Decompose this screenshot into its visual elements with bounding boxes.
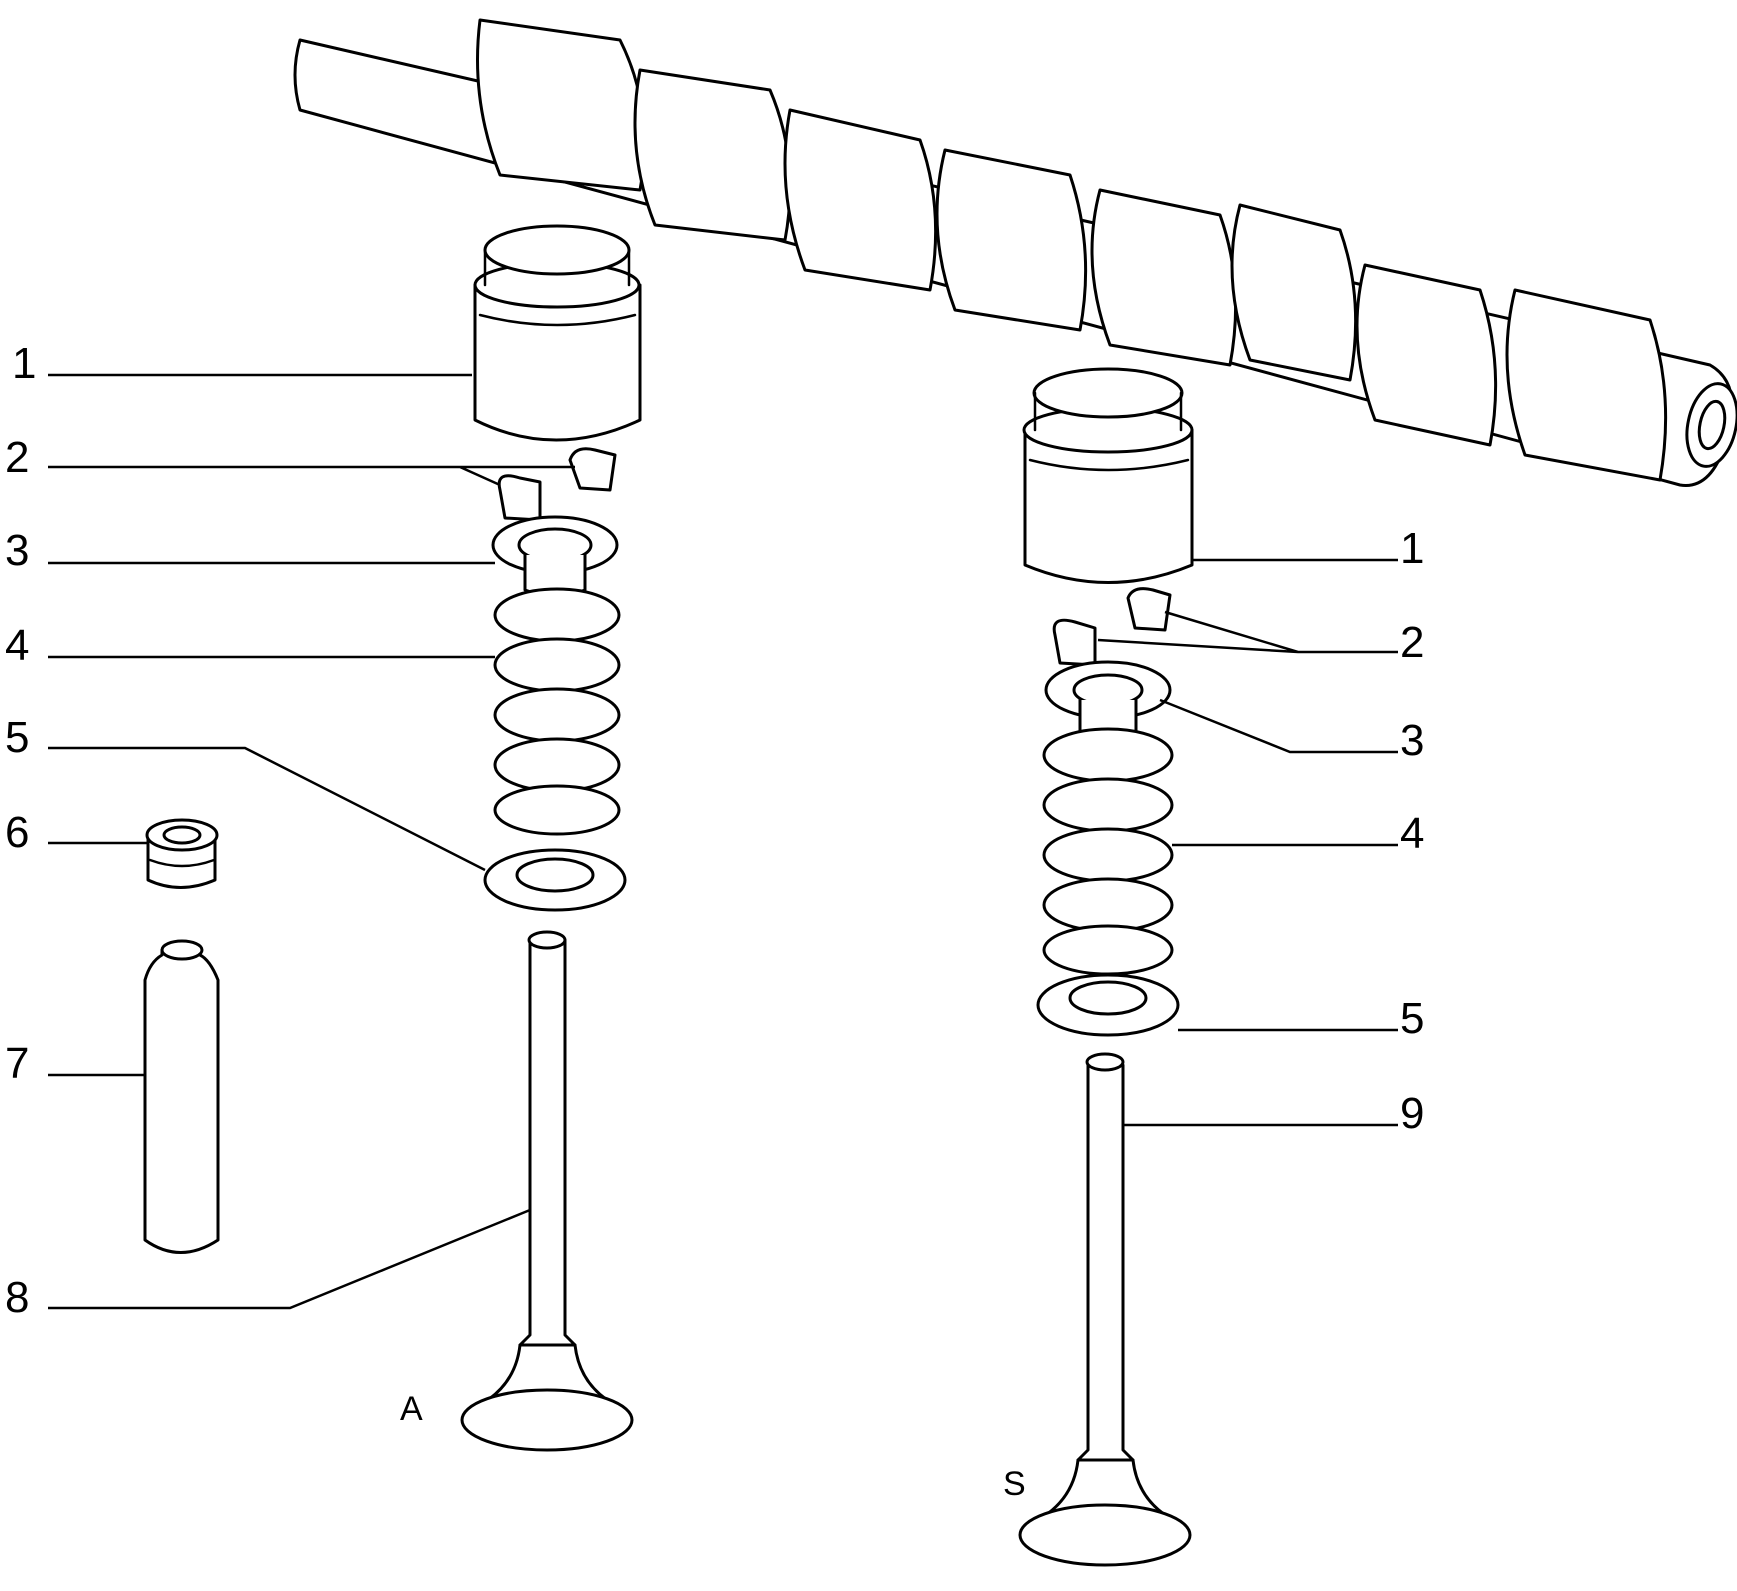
right-collets: [1052, 587, 1172, 667]
right-spring-seat: [1036, 973, 1180, 1037]
valve-label-s: S: [1003, 1465, 1026, 1503]
left-valve-assembly: [460, 224, 642, 1452]
callout-right-5: 5: [1400, 994, 1424, 1043]
left-valve-spring: [493, 587, 621, 836]
callout-left-8: 8: [5, 1273, 29, 1322]
valve-label-a: A: [400, 1390, 423, 1428]
right-valve: [1018, 1052, 1192, 1567]
left-valve: [460, 930, 634, 1452]
right-tappet: [1022, 367, 1194, 584]
right-valve-assembly: [1018, 367, 1194, 1567]
right-leader-lines: [1097, 558, 1398, 1127]
left-callouts: 1 2 3 4 5 6 7 8: [5, 339, 36, 1322]
callout-left-2: 2: [5, 433, 29, 482]
callout-left-3: 3: [5, 526, 29, 575]
right-valve-spring: [1042, 727, 1174, 976]
callout-left-4: 4: [5, 621, 29, 670]
left-spring-seat: [483, 848, 627, 912]
callout-right-3: 3: [1400, 716, 1424, 765]
right-spring-retainer: [1044, 660, 1172, 742]
right-callouts: 1 2 3 4 5 9: [1400, 524, 1424, 1138]
callout-left-5: 5: [5, 713, 29, 762]
left-spring-retainer: [491, 515, 619, 598]
left-tappet: [473, 224, 642, 442]
callout-right-1: 1: [1400, 524, 1424, 573]
camshaft: [293, 18, 1737, 487]
left-leader-lines: [48, 373, 575, 1310]
callout-left-7: 7: [5, 1039, 29, 1088]
callout-left-6: 6: [5, 808, 29, 857]
left-collets: [497, 447, 617, 522]
callout-right-2: 2: [1400, 618, 1424, 667]
valve-guide: [143, 939, 220, 1254]
callout-left-1: 1: [12, 339, 36, 388]
valve-stem-seal: [145, 818, 219, 889]
callout-right-4: 4: [1400, 809, 1424, 858]
callout-right-9: 9: [1400, 1089, 1424, 1138]
